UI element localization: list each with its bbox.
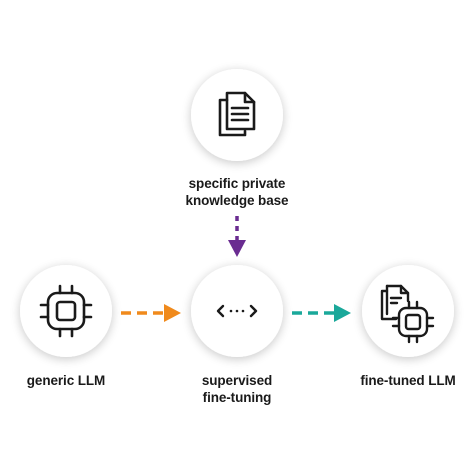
documents-icon [218,91,256,137]
purple-arrow [228,216,246,257]
orange-arrow [121,304,181,322]
fine-tuned-llm-label: fine-tuned LLM [342,372,474,389]
knowledge-base-label-line2: knowledge base [185,193,289,208]
supervised-fine-tuning-label-line1: supervised [201,373,273,388]
knowledge-base-label: specific private knowledge base [137,175,337,209]
generic-llm-node [20,265,112,357]
supervised-fine-tuning-label-line2: fine-tuning [202,390,272,405]
documents-chip-icon [380,284,435,344]
chip-icon [39,284,93,338]
supervised-fine-tuning-label: supervised fine-tuning [137,372,337,406]
fine-tuned-llm-label-text: fine-tuned LLM [360,373,456,388]
teal-arrow [292,304,351,322]
code-dots-icon [216,304,258,318]
knowledge-base-label-line1: specific private [188,176,286,191]
generic-llm-label-text: generic LLM [26,373,106,388]
generic-llm-label: generic LLM [0,372,132,389]
